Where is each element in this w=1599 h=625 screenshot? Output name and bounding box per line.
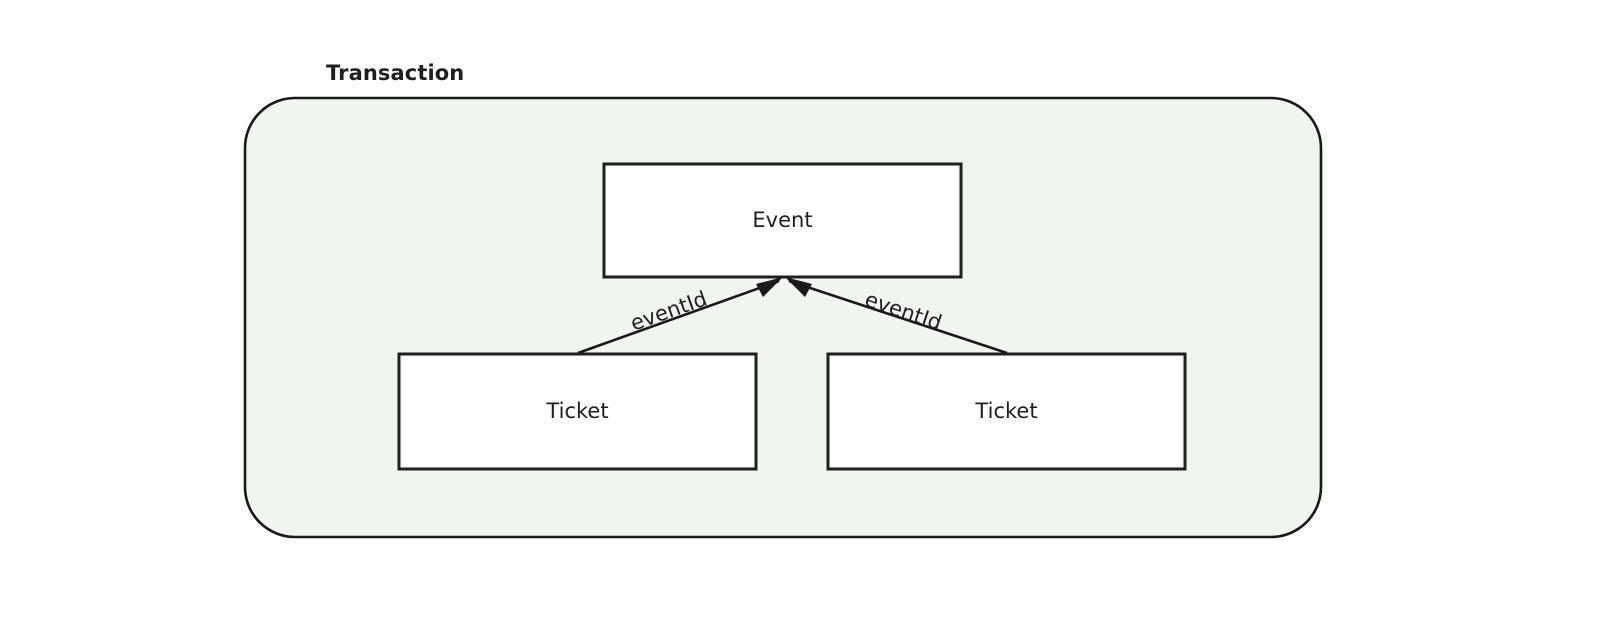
node-event-box [602, 162, 963, 279]
node-ticket-left[interactable]: Ticket [397, 352, 758, 471]
node-ticket-right[interactable]: Ticket [826, 352, 1187, 471]
node-ticket-right-label: Ticket [974, 399, 1037, 423]
node-ticket-right-box [826, 352, 1187, 471]
edge-right-arrowhead-icon [785, 277, 812, 297]
edge-left-line [577, 279, 780, 355]
node-ticket-left-box [397, 352, 758, 471]
node-ticket-left-label: Ticket [545, 399, 608, 423]
edge-left-arrowhead-icon [756, 277, 783, 297]
edge-right-line [788, 279, 1008, 355]
node-event-label: Event [752, 208, 812, 232]
node-event[interactable]: Event [602, 162, 963, 279]
transaction-group-title: Transaction [326, 61, 464, 85]
